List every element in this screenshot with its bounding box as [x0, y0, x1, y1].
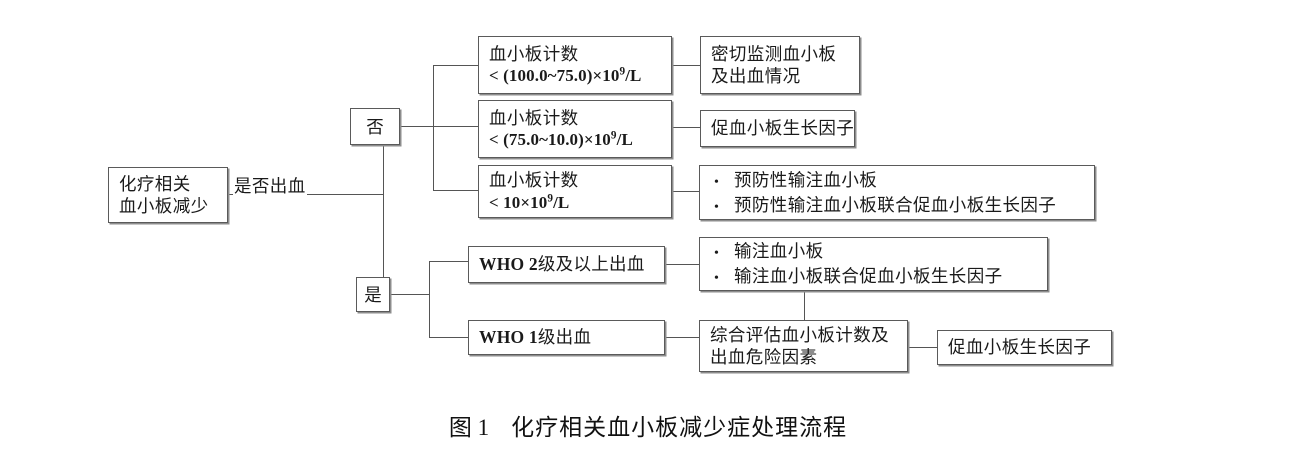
bullet-item: • 输注血小板联合促血小板生长因子	[714, 264, 1039, 289]
decision-yes-label: 是	[364, 285, 382, 305]
connector-no-children-vertical	[433, 65, 435, 191]
condition-formula: < (75.0~10.0)×109/L	[489, 129, 663, 151]
who-rest: 级出血	[537, 327, 592, 348]
condition-value: (75.0~10.0)×10	[503, 130, 611, 150]
assessment-line1: 综合评估血小板计数及	[710, 324, 889, 345]
condition-formula: < 10×109/L	[489, 192, 663, 214]
action-box-prophylactic-transfusion[interactable]: • 预防性输注血小板 • 预防性输注血小板联合促血小板生长因子	[699, 165, 1095, 220]
connector-yes-children-vertical	[429, 261, 431, 338]
action-box-transfusion[interactable]: • 输注血小板 • 输注血小板联合促血小板生长因子	[699, 237, 1048, 291]
figure-caption: 图 1 化疗相关血小板减少症处理流程	[0, 408, 1296, 442]
figure-caption-prefix: 图 1	[448, 415, 490, 440]
condition-value: (100.0~75.0)×10	[503, 66, 620, 86]
assessment-line2: 出血危险因素	[710, 347, 818, 367]
action-box-tpo-growth-factor-2[interactable]: 促血小板生长因子	[937, 330, 1112, 365]
condition-value: 10×10	[503, 192, 548, 212]
action-line1: 密切监测血小板	[711, 43, 837, 64]
bullet-dot-icon: •	[714, 174, 719, 190]
who-rest: 级及以上出血	[537, 254, 645, 275]
who-grade: WHO 1	[479, 327, 538, 348]
root-box-line2: 血小板减少	[119, 196, 209, 216]
decision-yes-box[interactable]: 是	[356, 277, 390, 312]
condition-label: 血小板计数	[489, 43, 579, 64]
bullet-text: 输注血小板联合促血小板生长因子	[734, 266, 1003, 286]
bullet-text: 预防性输注血小板联合促血小板生长因子	[734, 194, 1057, 215]
action-box-monitor[interactable]: 密切监测血小板 及出血情况	[700, 36, 860, 94]
bullet-text: 预防性输注血小板	[734, 169, 878, 190]
connector-no-child1	[433, 65, 478, 67]
assessment-box[interactable]: 综合评估血小板计数及 出血危险因素	[699, 320, 908, 372]
condition-label: 血小板计数	[489, 170, 579, 191]
connector-row1-to-action	[671, 65, 701, 67]
connector-yes-child1	[429, 261, 469, 263]
who-grade: WHO 2	[479, 254, 538, 275]
root-edge-label: 是否出血	[233, 173, 307, 198]
who-condition-label: WHO 1级出血	[479, 326, 656, 348]
bullet-dot-icon: •	[714, 271, 719, 286]
decision-no-label: 否	[366, 117, 384, 137]
connector-assessment-to-outcome	[907, 347, 938, 349]
condition-box-platelet-100-75[interactable]: 血小板计数 < (100.0~75.0)×109/L	[478, 36, 672, 94]
condition-box-platelet-under-10[interactable]: 血小板计数 < 10×109/L	[478, 165, 672, 218]
bullet-item: • 预防性输注血小板联合促血小板生长因子	[714, 193, 1086, 218]
action-line1: 促血小板生长因子	[711, 118, 855, 139]
connector-yes-out	[390, 294, 430, 296]
condition-unit: /L	[625, 66, 642, 86]
connector-no-out	[400, 126, 434, 128]
condition-exponent: 9	[547, 192, 554, 205]
condition-exponent: 9	[610, 129, 617, 142]
action-line2: 及出血情况	[711, 66, 801, 86]
condition-unit: /L	[616, 130, 633, 150]
bullet-dot-icon: •	[714, 246, 719, 262]
condition-unit: /L	[553, 192, 570, 212]
connector-who1-to-assessment	[665, 337, 699, 339]
connector-decision-split-vertical	[383, 127, 385, 295]
connector-yes-child2	[429, 337, 469, 339]
action-box-tpo-growth-factor-1[interactable]: 促血小板生长因子	[700, 110, 855, 147]
root-box[interactable]: 化疗相关 血小板减少	[108, 167, 228, 223]
who-condition-label: WHO 2级及以上出血	[479, 253, 656, 275]
condition-label: 血小板计数	[489, 107, 579, 128]
connector-action-to-assessment-vertical	[804, 291, 806, 321]
bullet-item: • 输注血小板	[714, 239, 1039, 264]
condition-formula: < (100.0~75.0)×109/L	[489, 65, 663, 87]
connector-row2-to-action	[671, 127, 701, 129]
root-box-line1: 化疗相关	[119, 173, 191, 194]
bullet-item: • 预防性输注血小板	[714, 168, 1086, 193]
condition-operator: <	[489, 130, 499, 150]
condition-operator: <	[489, 66, 499, 86]
connector-no-child2	[433, 126, 478, 128]
condition-box-who-grade2[interactable]: WHO 2级及以上出血	[468, 246, 665, 283]
connector-who2-to-action	[665, 264, 699, 266]
decision-no-box[interactable]: 否	[350, 108, 400, 145]
condition-box-platelet-75-10[interactable]: 血小板计数 < (75.0~10.0)×109/L	[478, 100, 672, 158]
condition-operator: <	[489, 192, 499, 212]
connector-no-child3	[433, 190, 478, 192]
condition-box-who-grade1[interactable]: WHO 1级出血	[468, 320, 665, 355]
bullet-dot-icon: •	[714, 199, 719, 215]
bullet-text: 输注血小板	[734, 241, 824, 262]
figure-caption-text: 化疗相关血小板减少症处理流程	[511, 415, 848, 440]
condition-exponent: 9	[619, 65, 626, 78]
outcome-label: 促血小板生长因子	[948, 337, 1092, 358]
connector-row3-to-action	[671, 191, 699, 193]
